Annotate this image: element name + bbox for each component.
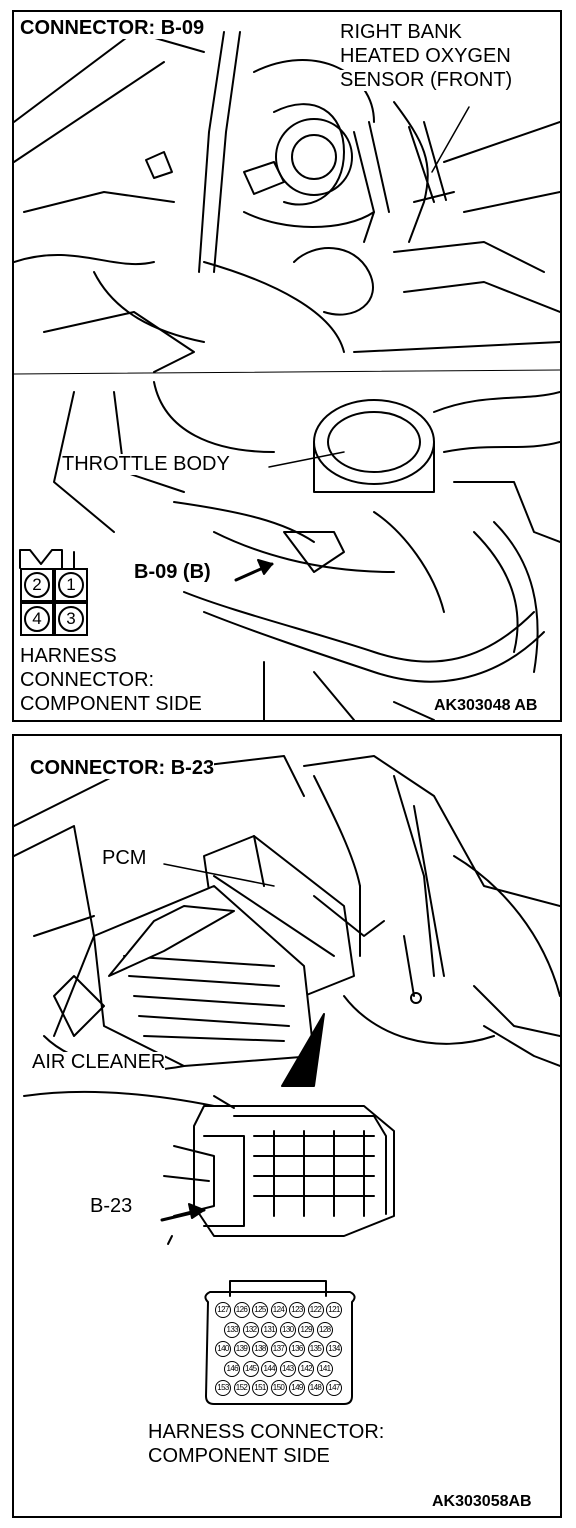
sensor-label-line3: SENSOR (FRONT) [340,69,513,91]
pcm-pin: 130 [279,1321,296,1338]
pcm-pin: 131 [261,1321,278,1338]
pcm-pin: 146 [224,1360,241,1377]
engine-bay-illustration-bottom [14,755,560,1405]
sensor-label-line2: HEATED OXYGEN [340,45,511,67]
throttle-body-label: THROTTLE BODY [62,453,230,475]
pcm-pin: 145 [242,1360,259,1377]
pcm-pin: 144 [261,1360,278,1377]
harness-connector-b09: 2 1 4 3 [20,568,92,640]
pcm-label: PCM [102,847,147,869]
engine-bay-illustration-top [14,31,560,720]
pcm-pin: 137 [270,1341,287,1357]
pcm-pin: 148 [307,1380,324,1396]
pcm-pin: 143 [279,1360,296,1377]
harness-side-line3: COMPONENT SIDE [20,693,202,715]
pcm-pin: 142 [298,1360,315,1377]
connector-b23-panel: CONNECTOR: B-23 PCM AIR CLEANER B-23 127… [12,734,562,1518]
pcm-pin: 124 [270,1302,287,1318]
sensor-label-line1: RIGHT BANK [340,21,462,43]
pcm-pin: 135 [307,1341,324,1357]
pcm-pin: 121 [326,1302,342,1318]
pcm-pin: 151 [252,1380,268,1396]
panel-title: CONNECTOR: B-23 [30,757,215,779]
connector-callout-label: B-09 (B) [134,561,211,583]
harness-side-line2: COMPONENT SIDE [148,1445,330,1467]
pcm-pin: 133 [224,1321,241,1338]
pcm-pin: 122 [307,1302,324,1318]
pcm-pin: 149 [289,1380,305,1396]
harness-side-line2: CONNECTOR: [20,669,155,691]
pcm-pin: 138 [252,1341,268,1357]
pcm-pin: 140 [215,1341,231,1357]
pcm-pin: 139 [233,1341,250,1357]
pcm-pin: 125 [252,1302,268,1318]
pcm-pin: 153 [215,1380,231,1396]
pcm-pin: 134 [326,1341,342,1357]
pcm-pin: 126 [233,1302,250,1318]
connector-b09-panel: CONNECTOR: B-09 RIGHT BANK HEATED OXYGEN… [12,10,562,722]
figure-id: AK303058AB [432,1493,532,1511]
harness-side-line1: HARNESS [20,645,117,667]
pin-4: 4 [24,606,50,632]
pin-1: 1 [58,572,84,598]
pcm-pin: 123 [289,1302,305,1318]
pin-cell: 3 [54,602,88,636]
pcm-pin: 128 [316,1321,333,1338]
pin-cell: 2 [20,568,54,602]
pin-3: 3 [58,606,84,632]
pcm-pin: 127 [215,1302,231,1318]
connector-callout-label: B-23 [90,1195,133,1217]
pin-2: 2 [24,572,50,598]
panel-title: CONNECTOR: B-09 [20,17,205,39]
figure-id: AK303048 AB [434,697,538,715]
air-cleaner-label: AIR CLEANER [32,1051,166,1073]
pin-cell: 4 [20,602,54,636]
pcm-pin: 141 [316,1360,333,1377]
pcm-pin: 150 [270,1380,287,1396]
pcm-pin: 147 [326,1380,342,1396]
harness-side-line1: HARNESS CONNECTOR: [148,1421,385,1443]
pin-cell: 1 [54,568,88,602]
pcm-pin: 152 [233,1380,250,1396]
pcm-pin: 129 [298,1321,315,1338]
pcm-pin: 136 [289,1341,305,1357]
pcm-pin: 132 [242,1321,259,1338]
